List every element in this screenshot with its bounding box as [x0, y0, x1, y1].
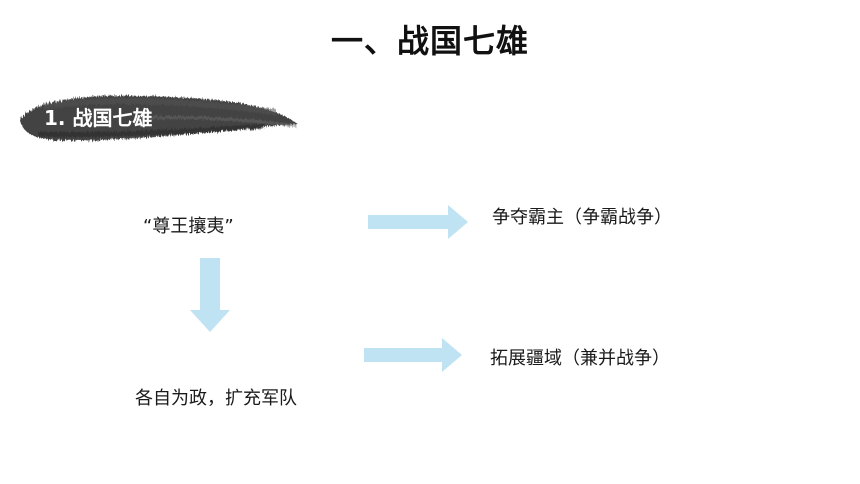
slogan-text: “尊王攘夷” — [143, 216, 234, 237]
arrow-down-icon — [190, 258, 230, 338]
self-rule-text: 各自为政，扩充军队 — [135, 388, 297, 409]
section-header: 1. 战国七雄 — [14, 86, 302, 148]
annexation-war-text: 拓展疆域（兼并战争） — [490, 348, 670, 369]
arrow-right-icon — [368, 205, 472, 243]
arrow-right-icon — [364, 338, 466, 376]
hegemony-war-text: 争夺霸主（争霸战争） — [492, 207, 672, 228]
ink-brush-stroke — [20, 95, 298, 141]
page-title: 一、战国七雄 — [330, 22, 529, 60]
section-label: 1. 战国七雄 — [44, 106, 153, 130]
